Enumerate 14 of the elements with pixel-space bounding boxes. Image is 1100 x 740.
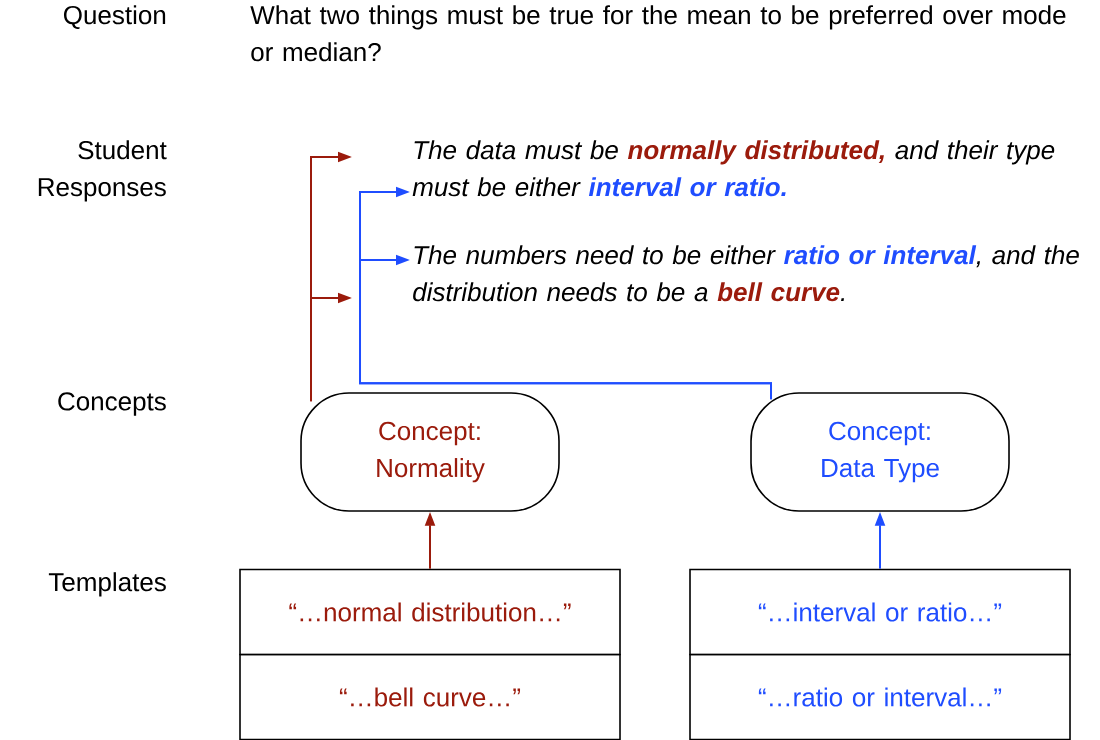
row-label: Templates — [48, 572, 166, 597]
response-text: The data must be normally distributed, and their type must be either interval or ratio. — [412, 140, 1055, 197]
arrow — [359, 254, 772, 401]
template-cell: “…interval or ratio…” — [689, 568, 1071, 656]
row-label: Question — [64, 5, 166, 29]
concept-box: Concept: Normality — [300, 392, 560, 512]
row-label: Student Responses — [38, 140, 167, 202]
template-cell: “…bell curve…” — [239, 653, 621, 740]
response-text: The numbers need to be either ratio or interval, and the distribution needs to be a bell curve. — [413, 245, 1079, 302]
template-cell: “…ratio or interval…” — [689, 653, 1071, 740]
concept-box: Concept: Data Type — [750, 392, 1010, 512]
question-text: What two things must be true for the mean to be preferred over mode or median? — [250, 5, 1066, 62]
template-cell: “…normal distribution…” — [239, 568, 621, 656]
row-label: Concepts — [58, 392, 166, 416]
